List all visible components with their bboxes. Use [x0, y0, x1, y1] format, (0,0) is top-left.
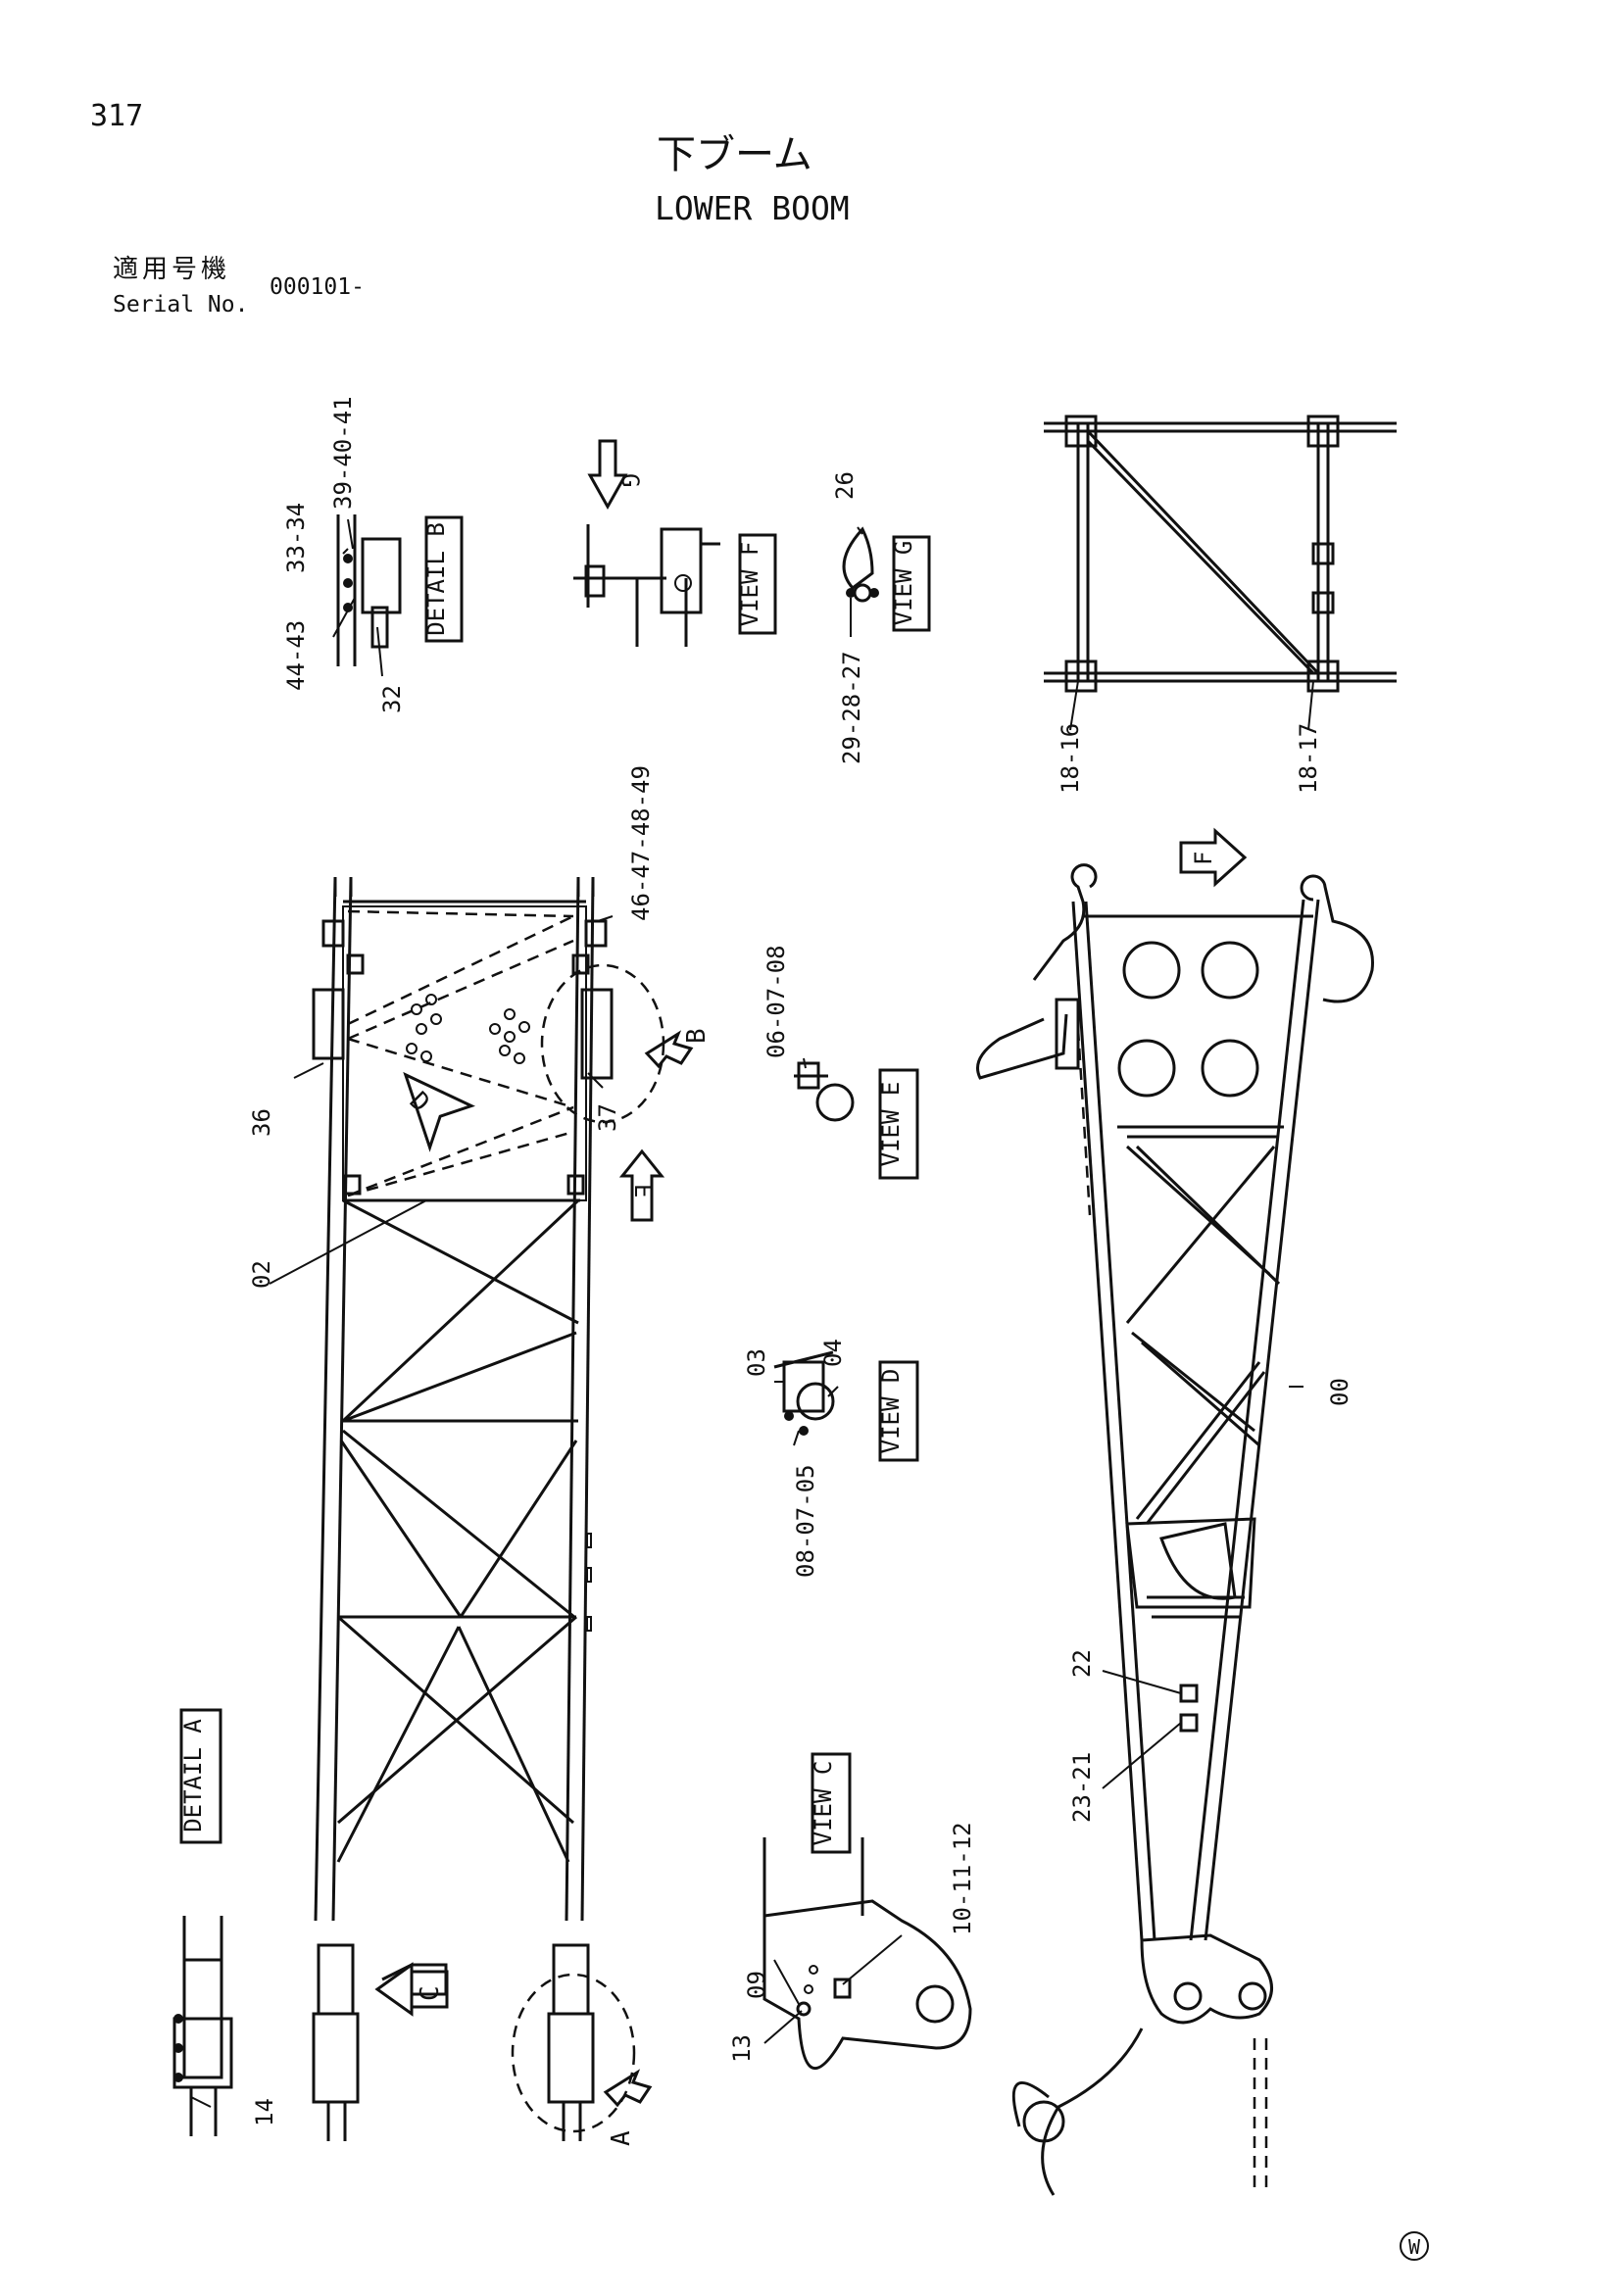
label-32: 32 — [378, 685, 406, 713]
svg-text:VIEW F: VIEW F — [736, 542, 763, 627]
label-18-17: 18-17 — [1295, 723, 1322, 794]
label-44-43: 44-43 — [282, 620, 310, 691]
view-e-label: VIEW E — [877, 1068, 919, 1180]
title-japanese: 下ブーム — [657, 132, 812, 177]
label-22: 22 — [1068, 1649, 1096, 1678]
detail-b-label: DETAIL B — [422, 515, 464, 643]
svg-text:VIEW E: VIEW E — [877, 1082, 905, 1167]
label-13: 13 — [728, 2034, 756, 2063]
label-18-16: 18-16 — [1057, 723, 1084, 794]
label-14: 14 — [251, 2098, 278, 2126]
boom-end-frame — [1044, 415, 1397, 693]
label-00: 00 — [1326, 1378, 1353, 1406]
serial-label-english: Serial No. — [113, 292, 249, 318]
serial-label-japanese: 適用号機 — [113, 255, 231, 284]
label-23-21: 23-21 — [1068, 1752, 1096, 1823]
arrow-b: B — [644, 1028, 712, 1069]
page-number: 317 — [90, 99, 144, 133]
boom-plan-view — [312, 876, 665, 2141]
svg-text:F: F — [1190, 852, 1217, 865]
label-33-34: 33-34 — [282, 503, 310, 573]
svg-text:G: G — [616, 473, 644, 487]
view-d-label: VIEW D — [877, 1360, 919, 1462]
arrow-a: A — [603, 2069, 653, 2146]
view-f-label: VIEW F — [736, 533, 777, 635]
view-g-drawing — [842, 526, 879, 603]
label-10-11-12: 10-11-12 — [949, 1822, 976, 1935]
view-d-drawing — [773, 1350, 835, 1436]
footer-mark: W — [1400, 2231, 1429, 2261]
svg-text:DETAIL A: DETAIL A — [179, 1719, 207, 1832]
detail-b-drawing — [336, 514, 402, 666]
view-c-label: VIEW C — [810, 1752, 852, 1854]
label-39-40-41: 39-40-41 — [329, 396, 357, 510]
label-26: 26 — [831, 471, 859, 500]
label-09: 09 — [743, 1971, 770, 1999]
view-e-drawing — [794, 1061, 855, 1122]
label-37: 37 — [594, 1103, 621, 1132]
label-46-47-48-49: 46-47-48-49 — [627, 765, 655, 921]
label-08-07-05: 08-07-05 — [792, 1464, 819, 1578]
svg-text:VIEW C: VIEW C — [810, 1761, 837, 1846]
svg-text:VIEW D: VIEW D — [877, 1369, 905, 1454]
arrow-c: C — [374, 1962, 449, 2017]
svg-text:W: W — [1408, 2235, 1421, 2259]
label-04: 04 — [819, 1339, 847, 1367]
svg-text:DETAIL B: DETAIL B — [422, 522, 450, 636]
label-03: 03 — [743, 1348, 770, 1377]
label-02: 02 — [248, 1260, 275, 1289]
svg-text:A: A — [607, 2130, 636, 2146]
svg-text:B: B — [682, 1028, 712, 1044]
arrow-f: F — [1179, 827, 1248, 888]
leader-lines — [190, 518, 1314, 2108]
serial-number-value: 000101- — [270, 274, 365, 300]
svg-text:E: E — [629, 1184, 657, 1197]
part-labels: 39-40-41 33-34 44-43 32 26 29-28-27 18-1… — [248, 396, 1353, 2126]
svg-text:C: C — [416, 1985, 445, 2001]
detail-a-label: DETAIL A — [179, 1708, 222, 1844]
detail-a-drawing — [172, 1916, 233, 2136]
arrow-g: G — [587, 439, 644, 511]
svg-text:VIEW G: VIEW G — [890, 541, 917, 626]
view-g-label: VIEW G — [890, 535, 931, 632]
arrow-d: D — [403, 1071, 475, 1152]
label-06-07-08: 06-07-08 — [762, 945, 790, 1058]
label-29-28-27: 29-28-27 — [838, 651, 865, 764]
label-36: 36 — [248, 1108, 275, 1137]
boom-side-view — [976, 863, 1374, 2196]
view-f-drawing — [573, 524, 720, 647]
arrow-e: E — [618, 1148, 665, 1222]
view-c-drawing — [762, 1837, 972, 2071]
title-english: LOWER BOOM — [655, 189, 850, 227]
